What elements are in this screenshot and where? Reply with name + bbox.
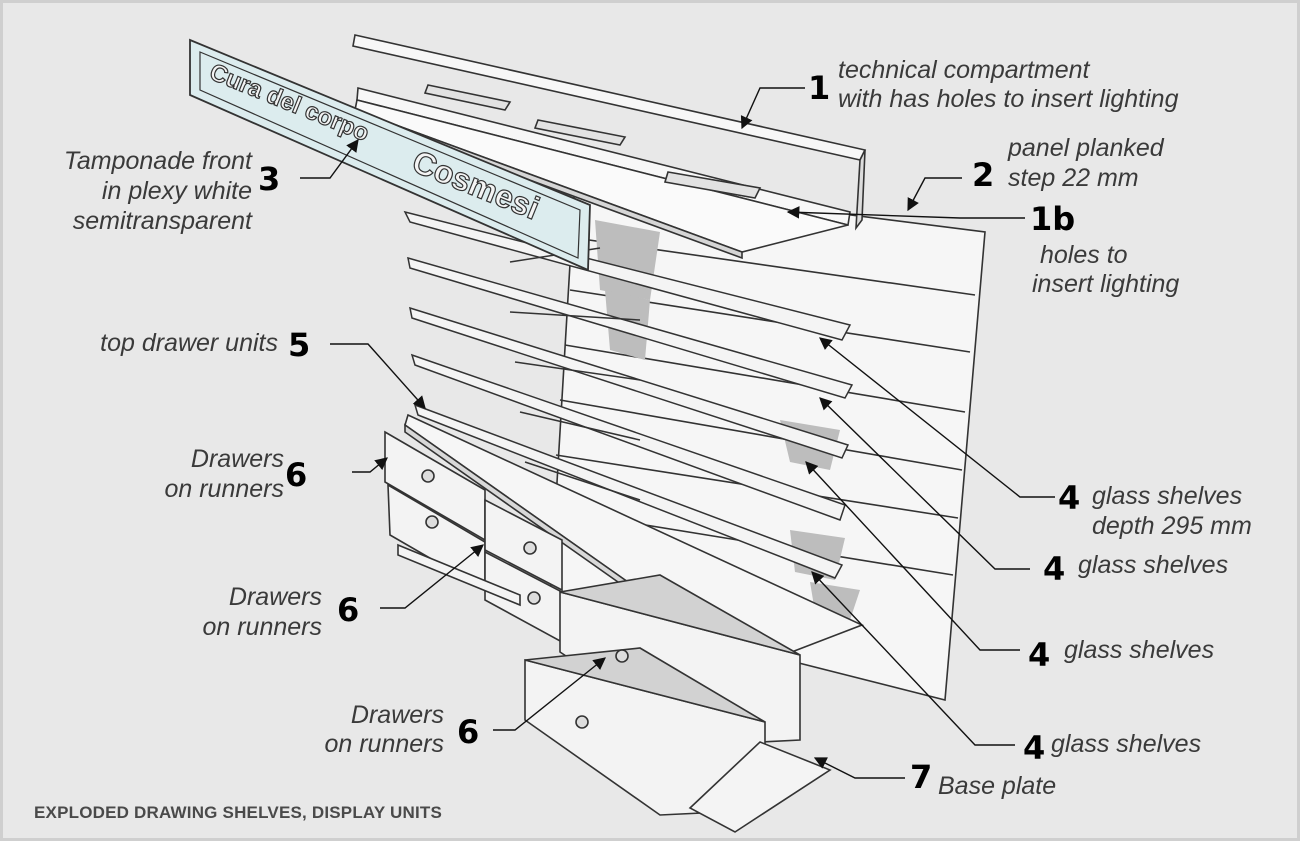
callout-4a-number: 4: [1058, 479, 1081, 517]
glass-shelf-3: [409, 306, 850, 459]
technical-compartment: [352, 34, 867, 260]
callout-2-line1: panel planked: [1008, 134, 1164, 162]
leader-lines: [300, 87, 1055, 779]
drawer-mid-top: [484, 498, 563, 592]
callout-3-line1: Tamponade front: [63, 147, 252, 175]
glass-shelf-1: [403, 210, 852, 341]
callout-5-number: 5: [288, 326, 311, 364]
leader-7: [813, 757, 905, 779]
callout-1b-number: 1b: [1030, 200, 1076, 238]
leader-2: [907, 177, 962, 212]
leader-1: [740, 87, 805, 130]
callout-5-line1: top drawer units: [100, 329, 278, 357]
callout-4a-line2: depth 295 mm: [1092, 512, 1252, 540]
callout-3-number: 3: [258, 160, 281, 198]
leader-3: [300, 138, 359, 179]
callout-2-number: 2: [972, 156, 995, 194]
callout-6b-number: 6: [337, 591, 360, 629]
callout-4b-number: 4: [1043, 550, 1066, 588]
callout-2-line2: step 22 mm: [1008, 164, 1139, 192]
callout-6c-line1: Drawers: [350, 701, 444, 729]
callout-6b-line2: on runners: [202, 613, 322, 641]
base-plate: [397, 543, 832, 833]
leader-4b: [819, 397, 1030, 570]
callout-4c-number: 4: [1028, 636, 1051, 674]
drawers: [384, 430, 801, 816]
callout-3-line2: in plexy white: [101, 177, 252, 205]
glass-shelves: [403, 210, 854, 579]
callout-6c-line2: on runners: [324, 730, 444, 758]
glass-shelf-2: [407, 256, 854, 399]
callout-1-line2: with has holes to insert lighting: [838, 85, 1179, 113]
leader-5: [330, 343, 426, 409]
callout-1-number: 1: [808, 69, 831, 107]
callout-4d-number: 4: [1023, 729, 1046, 767]
callout-4c-line1: glass shelves: [1064, 636, 1215, 664]
callout-6a-number: 6: [285, 456, 308, 494]
leader-4c: [805, 461, 1020, 651]
callout-6a-line1: Drawers: [190, 445, 284, 473]
leader-1b: [786, 206, 1025, 219]
callout-7-line1: Base plate: [938, 772, 1057, 800]
callout-4b-line1: glass shelves: [1078, 551, 1229, 579]
callout-1-line1: technical compartment: [838, 56, 1090, 84]
callout-1b-line2: insert lighting: [1032, 270, 1180, 298]
callout-3-line3: semitransparent: [72, 207, 252, 235]
callout-4a-line1: glass shelves: [1092, 482, 1243, 510]
leader-4a: [819, 337, 1055, 498]
leader-6c: [493, 657, 606, 731]
front-sign-panel: [189, 38, 591, 272]
callout-1b-line1: holes to: [1040, 241, 1128, 269]
leader-4d: [811, 571, 1015, 746]
leader-6a: [352, 457, 388, 473]
callout-4d-line1: glass shelves: [1051, 730, 1202, 758]
callout-6b-line1: Drawers: [228, 583, 322, 611]
callout-6c-number: 6: [457, 713, 480, 751]
callout-7-number: 7: [910, 758, 933, 796]
glass-shelf-5: [413, 403, 844, 579]
drawing-caption: EXPLODED DRAWING SHELVES, DISPLAY UNITS: [34, 803, 442, 822]
callout-6a-line2: on runners: [164, 475, 284, 503]
leader-6b: [380, 544, 484, 609]
